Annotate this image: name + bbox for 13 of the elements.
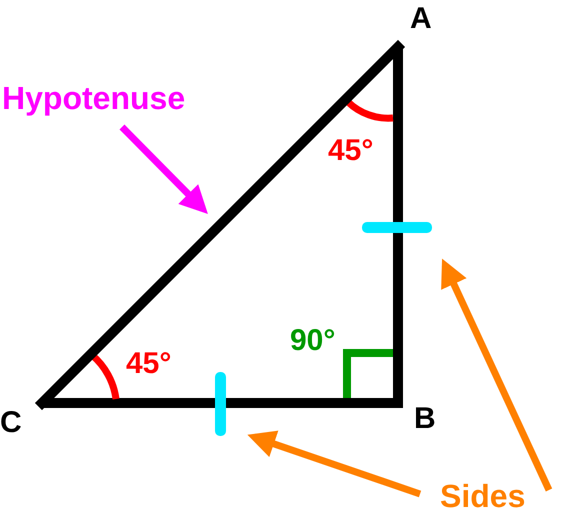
vertex-label: 45° [328, 133, 374, 169]
vertex-label: A [410, 1, 432, 37]
tick-mark [362, 222, 432, 233]
vertex-label: 45° [126, 346, 172, 382]
callout-text: Hypotenuse [2, 78, 186, 118]
tick-mark [215, 372, 226, 436]
vertex-label: B [414, 401, 436, 437]
arrow [247, 430, 422, 498]
arrow [441, 258, 552, 492]
vertex-label: C [0, 405, 22, 441]
vertex-label: 90° [290, 323, 336, 359]
arrow [120, 124, 208, 214]
callout-text: Sides [440, 476, 526, 512]
